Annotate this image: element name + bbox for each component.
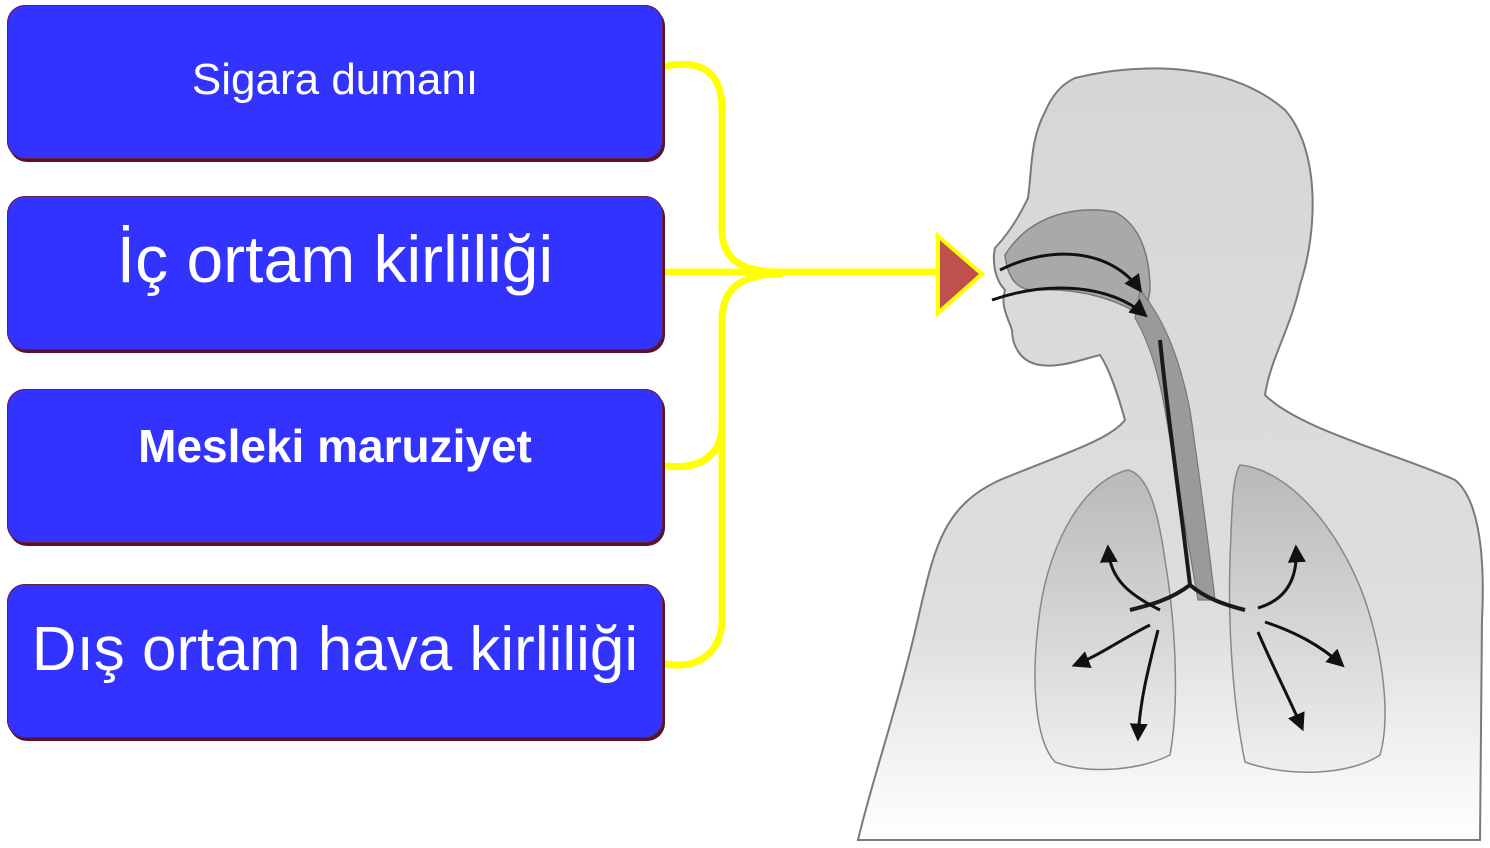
source-label-occupational: Mesleki maruziyet — [138, 419, 532, 473]
respiratory-system-illustration — [858, 68, 1483, 840]
source-box-outdoor: Dış ortam hava kirliliği — [7, 584, 663, 738]
source-label-indoor: İç ortam kirliliği — [117, 221, 553, 297]
source-box-indoor: İç ortam kirliliği — [7, 196, 663, 350]
source-label-smoke: Sigara dumanı — [192, 55, 478, 105]
source-label-outdoor: Dış ortam hava kirliliği — [32, 614, 638, 685]
source-box-occupational: Mesleki maruziyet — [7, 389, 663, 543]
arrowhead-icon — [938, 236, 982, 313]
connector-from-smoke — [667, 64, 780, 272]
connector-lines — [667, 64, 950, 665]
source-box-smoke: Sigara dumanı — [7, 5, 663, 159]
